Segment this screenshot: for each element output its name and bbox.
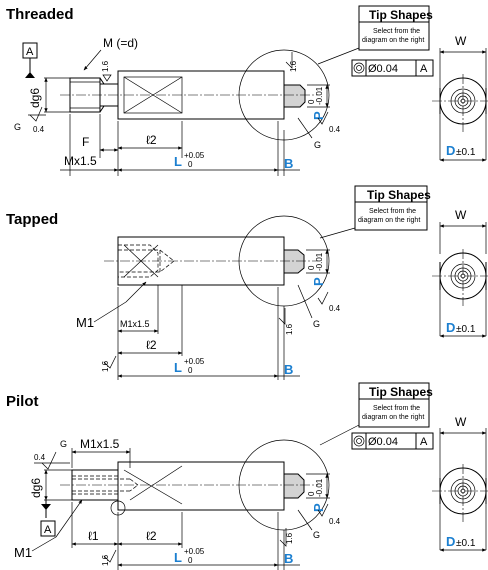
pilot-thread-label: M1x1.5 <box>80 437 120 451</box>
svg-text:G: G <box>314 140 321 150</box>
tip-length-label: B <box>284 156 293 171</box>
shaft-body <box>117 461 285 511</box>
tap-size-label: M1 <box>76 315 94 330</box>
outer-diameter-label: D <box>446 320 455 335</box>
tip <box>283 249 305 274</box>
thread-pitch-label: Mx1.5 <box>64 154 97 168</box>
tip-diameter-label: P <box>311 111 326 120</box>
end-view <box>439 467 487 515</box>
tip-shapes-title: Tip Shapes <box>369 385 433 399</box>
svg-text:Select from the: Select from the <box>373 405 420 412</box>
section-title: Threaded <box>6 6 74 23</box>
l2-label: ℓ2 <box>146 338 157 352</box>
tip-length-label: B <box>284 362 293 377</box>
svg-text:+0.05: +0.05 <box>184 547 205 556</box>
thread-size-label: M (=d) <box>103 36 138 50</box>
diameter-label: dg6 <box>28 88 42 108</box>
svg-text:1.6: 1.6 <box>101 360 110 372</box>
concentricity-frame <box>351 432 434 450</box>
svg-text:G: G <box>313 530 320 540</box>
svg-text:diagram on the right: diagram on the right <box>358 217 420 224</box>
section-tapped: Tapped M1 M1x1.5 ℓ2 L +0.05 0 B <box>6 185 488 380</box>
svg-text:0.4: 0.4 <box>329 517 341 526</box>
datum-label: A <box>26 46 34 58</box>
svg-text:G: G <box>313 319 320 329</box>
grind-mark: G <box>14 122 21 132</box>
end-view <box>439 77 487 125</box>
width-label: W <box>455 34 467 48</box>
svg-text:0: 0 <box>307 491 316 496</box>
width-label: W <box>455 208 467 222</box>
svg-text:0: 0 <box>307 99 316 104</box>
tap-size-label: M1 <box>14 545 32 560</box>
l2-label: ℓ2 <box>146 529 157 543</box>
svg-text:0: 0 <box>188 366 193 375</box>
svg-text:Select from the: Select from the <box>369 208 416 215</box>
datum-box <box>40 520 56 537</box>
tip-shapes-box <box>358 382 430 428</box>
section-pilot: Pilot M1x1.5 G 0.4 dg6 <box>6 382 488 570</box>
concentricity-datum: A <box>420 63 428 75</box>
svg-text:0: 0 <box>307 265 316 270</box>
f-label: F <box>82 135 89 149</box>
section-threaded: Threaded A M (=d) 1.6 dg6 <box>6 5 488 176</box>
svg-text:1.6: 1.6 <box>285 323 294 335</box>
concentricity-value: Ø0.04 <box>368 436 398 448</box>
svg-text:+0.05: +0.05 <box>184 357 205 366</box>
svg-text:diagram on the right: diagram on the right <box>362 37 424 44</box>
outer-diameter-label: D <box>446 143 455 158</box>
svg-text:1.6: 1.6 <box>101 554 110 566</box>
svg-text:diagram on the right: diagram on the right <box>362 414 424 421</box>
tip-shapes-title: Tip Shapes <box>369 8 433 22</box>
width-label: W <box>455 415 467 429</box>
diameter-label: dg6 <box>29 478 43 498</box>
svg-text:0: 0 <box>188 160 193 169</box>
svg-text:0.4: 0.4 <box>34 453 46 462</box>
length-label: L <box>174 360 182 375</box>
svg-text:1.6: 1.6 <box>285 532 294 544</box>
svg-text:-0.01: -0.01 <box>315 86 324 105</box>
tip-diameter-label: P <box>311 503 326 512</box>
svg-text:1.6: 1.6 <box>289 60 298 72</box>
svg-text:±0.1: ±0.1 <box>456 538 476 549</box>
svg-text:±0.1: ±0.1 <box>456 147 476 158</box>
tip-shapes-title: Tip Shapes <box>367 188 431 202</box>
tap-pitch-label: M1x1.5 <box>120 319 150 329</box>
tip <box>283 84 306 108</box>
svg-text:G: G <box>60 439 67 449</box>
svg-text:Select from the: Select from the <box>373 28 420 35</box>
svg-text:-0.01: -0.01 <box>315 478 324 497</box>
roughness: 1.6 <box>101 60 110 72</box>
l2-label: ℓ2 <box>146 133 157 147</box>
svg-text:0.4: 0.4 <box>329 304 341 313</box>
end-view <box>439 252 487 300</box>
outer-diameter-label: D <box>446 534 455 549</box>
concentricity-value: Ø0.04 <box>368 63 398 75</box>
concentricity-datum: A <box>420 436 428 448</box>
svg-text:0: 0 <box>188 556 193 565</box>
tip-shapes-box <box>354 185 428 231</box>
svg-text:0.4: 0.4 <box>329 125 341 134</box>
roughness: 0.4 <box>33 125 45 134</box>
section-title: Tapped <box>6 211 58 228</box>
svg-text:±0.1: ±0.1 <box>456 324 476 335</box>
l1-label: ℓ1 <box>88 529 99 543</box>
tip <box>283 473 305 499</box>
datum-label: A <box>44 524 52 536</box>
svg-text:+0.05: +0.05 <box>184 151 205 160</box>
tip-diameter-label: P <box>311 277 326 286</box>
concentricity-frame <box>351 59 434 77</box>
tip-shapes-box <box>358 5 430 51</box>
section-title: Pilot <box>6 393 39 410</box>
length-label: L <box>174 550 182 565</box>
svg-text:-0.01: -0.01 <box>315 252 324 271</box>
length-label: L <box>174 154 182 169</box>
tip-length-label: B <box>284 551 293 566</box>
